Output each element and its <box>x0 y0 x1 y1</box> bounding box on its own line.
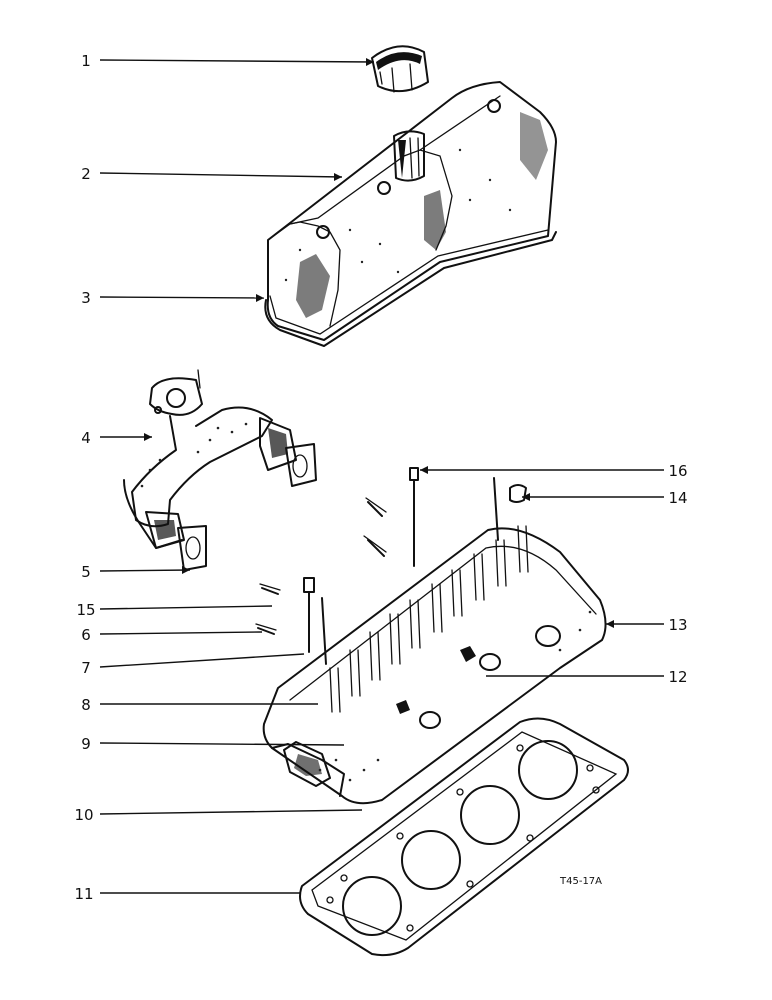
callout-9: 9 <box>81 735 91 753</box>
manifold-gaskets <box>177 443 317 571</box>
callout-4: 4 <box>81 429 91 447</box>
callout-labels: 1 2 3 4 5 15 6 7 8 9 10 11 16 14 13 12 <box>74 52 687 903</box>
leader-6 <box>99 631 263 635</box>
rocker-cover <box>264 81 557 347</box>
callout-2: 2 <box>81 165 91 183</box>
leader-10 <box>99 809 363 815</box>
cylinder-head <box>262 525 607 805</box>
callout-16: 16 <box>668 462 687 480</box>
leader-5 <box>99 569 191 572</box>
reference-code: T45-17A <box>559 876 602 887</box>
callout-3: 3 <box>81 289 91 307</box>
leader-1 <box>99 59 375 63</box>
leader-15 <box>99 605 273 610</box>
callout-8: 8 <box>81 696 91 714</box>
callout-5: 5 <box>81 563 91 581</box>
callout-7: 7 <box>81 659 91 677</box>
callout-15: 15 <box>76 601 95 619</box>
callout-13: 13 <box>668 616 687 634</box>
callout-11: 11 <box>74 885 93 903</box>
manifold <box>123 369 297 549</box>
head-bolts <box>303 467 527 665</box>
callout-leaders <box>99 58 664 894</box>
filler-cap <box>371 45 429 93</box>
callout-6: 6 <box>81 626 91 644</box>
callout-1: 1 <box>81 52 91 70</box>
callout-10: 10 <box>74 806 93 824</box>
callout-12: 12 <box>668 668 687 686</box>
leader-2 <box>99 172 343 178</box>
leader-7 <box>99 653 305 668</box>
loose-studs <box>255 497 387 635</box>
leader-3 <box>99 296 265 299</box>
callout-14: 14 <box>668 489 687 507</box>
head-gasket <box>299 717 629 957</box>
leader-9 <box>99 742 345 746</box>
